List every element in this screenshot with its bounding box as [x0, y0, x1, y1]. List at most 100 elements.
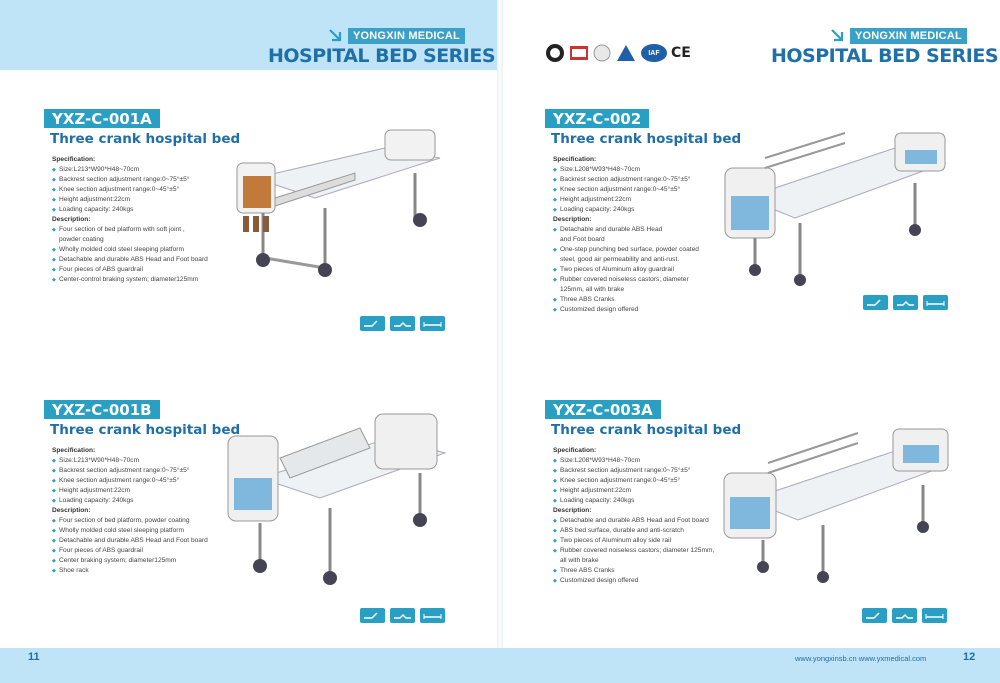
page-number-left: 11 [28, 651, 40, 663]
desc-heading: Description: [52, 507, 91, 514]
desc-item: Center-control braking system; diameter1… [52, 275, 284, 285]
spec-heading: Specification: [52, 156, 96, 163]
series-title-right: HOSPITAL BED SERIES [771, 45, 999, 67]
desc-item-cont: 125mm, all with brake [560, 286, 625, 293]
desc-item-cont: powder coating [59, 236, 104, 243]
spec-item: Loading capacity: 240kgs [553, 496, 755, 506]
desc-heading: Description: [52, 216, 91, 223]
bed-position-icon [892, 608, 917, 623]
bed-position-icon [360, 608, 385, 623]
product-subtitle: Three crank hospital bed [50, 131, 241, 147]
desc-item: Shoe rack [52, 566, 284, 576]
spec-item: Backrest section adjustment range:0~75°±… [52, 175, 284, 185]
desc-item: Wholly molded cold steel sleeping platfo… [52, 526, 284, 536]
cert-round-icon [593, 44, 611, 62]
desc-item: Detachable and durable ABS Head and Foot… [52, 536, 284, 546]
product-yxz-c-001b: YXZ-C-001B Three crank hospital bed Spec… [44, 400, 284, 576]
desc-item: Two pieces of Aluminum alloy guardrail [553, 265, 745, 275]
desc-item: Detachable and durable ABS Head [553, 225, 745, 235]
desc-item: Four pieces of ABS guardrail [52, 265, 284, 275]
series-title-left: HOSPITAL BED SERIES [268, 45, 496, 67]
desc-item: Center braking system; diameter125mm [52, 556, 284, 566]
certification-logos: IAF CE [545, 42, 691, 64]
desc-item: Customized design offered [553, 576, 755, 586]
bed-image-001a [236, 129, 441, 277]
spec-heading: Specification: [52, 447, 96, 454]
model-tag: YXZ-C-001A [44, 109, 160, 128]
bed-image-002 [724, 132, 947, 286]
arrow-icon [329, 29, 342, 42]
spec-item: Knee section adjustment range:0~45°±5° [52, 185, 284, 195]
bed-position-icon [893, 295, 918, 310]
desc-item: One-step punching bed surface, powder co… [553, 245, 745, 255]
page-number-right: 12 [963, 651, 976, 663]
spec-item: Loading capacity: 240kgs [553, 205, 745, 215]
spec-item: Height adjustment:22cm [52, 195, 284, 205]
product-subtitle: Three crank hospital bed [551, 422, 742, 438]
model-tag: YXZ-C-002 [545, 109, 650, 128]
desc-item: Detachable and durable ABS Head and Foot… [52, 255, 284, 265]
footer-band [0, 648, 1000, 683]
position-icons-001b [360, 608, 445, 623]
spec-list: Specification: Size:L208*W93*H48~70cm Ba… [553, 446, 755, 586]
product-yxz-c-002: YXZ-C-002 Three crank hospital bed Speci… [545, 109, 745, 315]
brand-label: YONGXIN MEDICAL [348, 28, 465, 44]
spec-list: Specification: Size:L213*W90*H48~70cm Ba… [52, 155, 284, 285]
cert-triangle-icon [617, 45, 635, 61]
spec-item: Size:L213*W90*H48~70cm [52, 165, 284, 175]
iaf-logo: IAF [641, 44, 667, 62]
desc-item: Four section of bed platform with soft j… [52, 225, 284, 235]
website-urls: www.yongxinsb.cn www.yxmedical.com [795, 654, 927, 663]
model-tag: YXZ-C-001B [44, 400, 160, 419]
spec-item: Knee section adjustment range:0~45°±5° [52, 476, 284, 486]
brand-left: YONGXIN MEDICAL [328, 28, 465, 44]
desc-item: ABS bed surface, durable and anti-scratc… [553, 526, 755, 536]
bed-position-icon [420, 608, 445, 623]
spec-item: Height adjustment:22cm [553, 195, 745, 205]
brand-label: YONGXIN MEDICAL [850, 28, 967, 44]
product-subtitle: Three crank hospital bed [551, 131, 742, 147]
bed-position-icon [862, 608, 887, 623]
desc-item-cont: all with brake [560, 557, 599, 564]
desc-item-cont: and Foot board [560, 236, 605, 243]
spec-item: Backrest section adjustment range:0~75°±… [52, 466, 284, 476]
cert-seal-icon [546, 44, 564, 62]
position-icons-002 [863, 295, 948, 310]
position-icons-003a [862, 608, 947, 623]
desc-item: Rubber covered noiseless castors; diamet… [553, 275, 745, 285]
desc-item-cont: steel, good air permeability and anti-ru… [560, 256, 680, 263]
bed-image-003a [723, 428, 950, 583]
desc-item: Wholly molded cold steel sleeping platfo… [52, 245, 284, 255]
page-spine [497, 0, 503, 683]
desc-heading: Description: [553, 216, 592, 223]
bed-position-icon [922, 608, 947, 623]
spec-item: Loading capacity: 240kgs [52, 496, 284, 506]
bed-position-icon [390, 316, 415, 331]
cert-badge-icon [570, 46, 588, 60]
brand-right: YONGXIN MEDICAL [830, 28, 967, 44]
desc-item: Customized design offered [553, 305, 745, 315]
desc-item: Three ABS Cranks [553, 566, 755, 576]
spec-item: Backrest section adjustment range:0~75°±… [553, 466, 755, 476]
bed-position-icon [923, 295, 948, 310]
spec-item: Knee section adjustment range:0~45°±5° [553, 476, 755, 486]
bed-position-icon [420, 316, 445, 331]
spec-item: Size:L208*W93*H48~70cm [553, 456, 755, 466]
spec-item: Height adjustment:22cm [52, 486, 284, 496]
arrow-icon [831, 29, 844, 42]
model-tag: YXZ-C-003A [545, 400, 661, 419]
desc-item: Rubber covered noiseless castors; diamet… [553, 546, 755, 556]
desc-item: Three ABS Cranks [553, 295, 745, 305]
spec-item: Loading capacity: 240kgs [52, 205, 284, 215]
spec-heading: Specification: [553, 447, 597, 454]
spec-list: Specification: Size:L213*W90*H48~70cm Ba… [52, 446, 284, 576]
spec-list: Specification: Size:L208*W93*H48~70cm Ba… [553, 155, 745, 315]
product-yxz-c-001a: YXZ-C-001A Three crank hospital bed Spec… [44, 109, 284, 285]
desc-item: Four pieces of ABS guardrail [52, 546, 284, 556]
desc-heading: Description: [553, 507, 592, 514]
spec-item: Size:L213*W90*H48~70cm [52, 456, 284, 466]
spec-item: Height adjustment:22cm [553, 486, 755, 496]
position-icons-001a [360, 316, 445, 331]
spec-heading: Specification: [553, 156, 597, 163]
bed-position-icon [863, 295, 888, 310]
